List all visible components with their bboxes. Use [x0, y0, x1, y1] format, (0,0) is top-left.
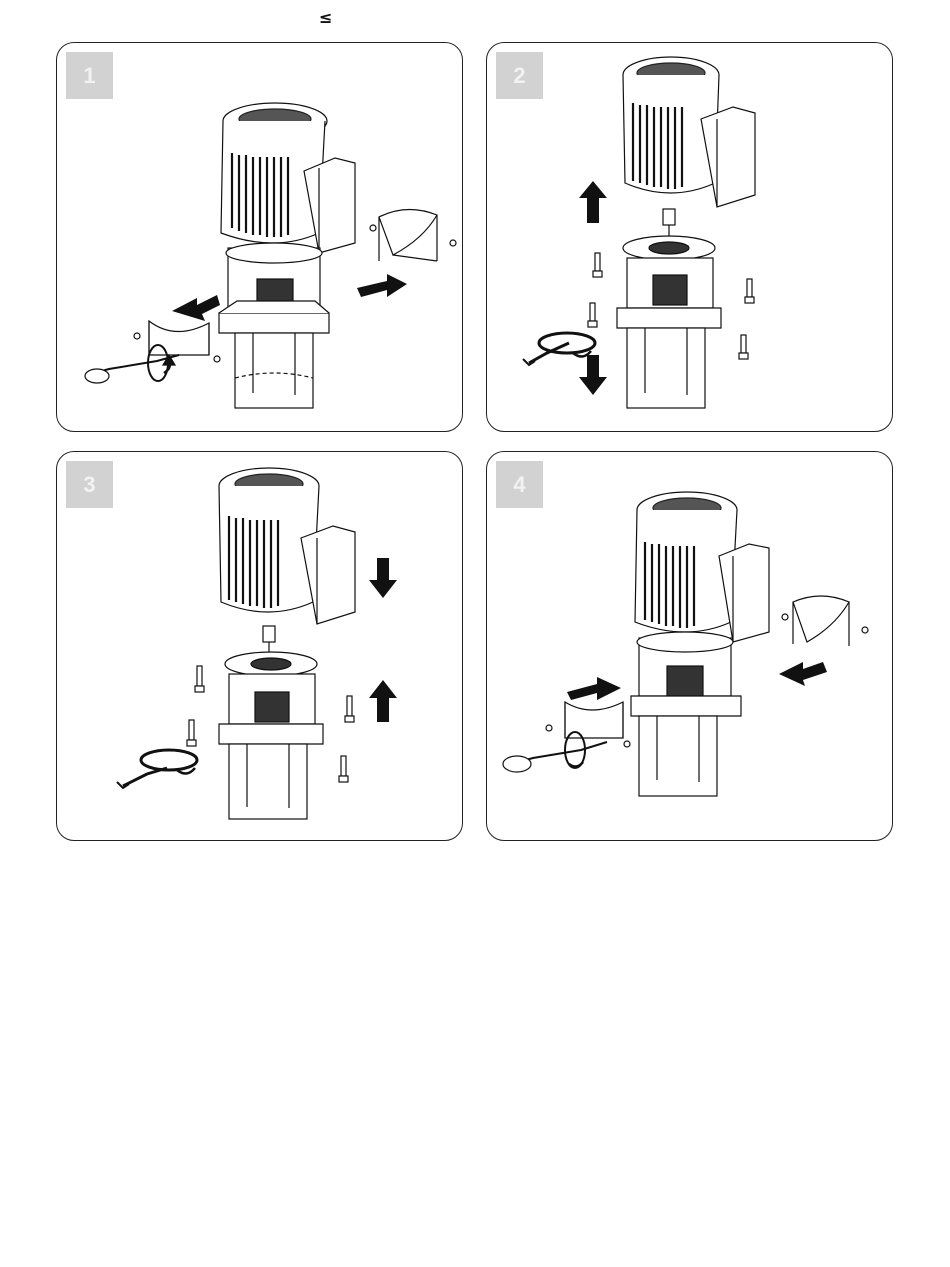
- arrow-up-icon: [579, 181, 607, 223]
- step-panel-4: 4: [486, 451, 893, 841]
- arrow-right-icon: [567, 677, 621, 700]
- pump-illustration-remove-guards: [57, 43, 462, 431]
- arrow-left-icon: [779, 662, 827, 686]
- arrow-down-icon: [579, 355, 607, 395]
- pump-illustration-refit-guards: [487, 452, 892, 840]
- step-panel-3: 3: [56, 451, 463, 841]
- arrow-right-icon: [357, 274, 407, 297]
- arrow-left-icon: [172, 295, 220, 321]
- step-panel-2: 2: [486, 42, 893, 432]
- arrow-up-icon: [369, 680, 397, 722]
- arrow-down-icon: [369, 558, 397, 598]
- step-panel-1: 1: [56, 42, 463, 432]
- header-symbol: ≤: [319, 8, 332, 27]
- pump-illustration-lift-motor: [487, 43, 892, 431]
- pump-illustration-lower-motor: [57, 452, 462, 840]
